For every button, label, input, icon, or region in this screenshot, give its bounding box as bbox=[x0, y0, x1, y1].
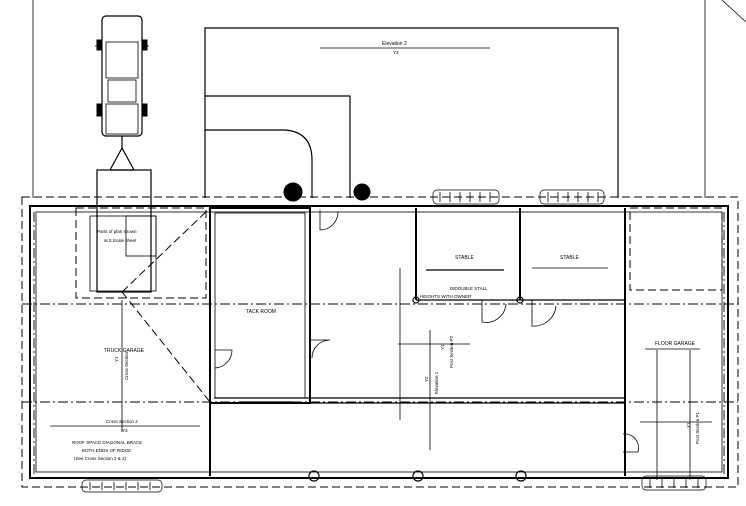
tree-icon bbox=[283, 182, 371, 202]
room-labels: Parts of plan shown at 5 Scale sheet TAC… bbox=[50, 229, 712, 480]
cross-section-1-sheet: Y1 bbox=[114, 356, 119, 362]
truck-icon bbox=[95, 15, 152, 293]
roof-note-1: ROOF SPACE DIAGONAL BRACE bbox=[72, 440, 142, 445]
diagonal-brace bbox=[121, 207, 211, 432]
shrub-icon bbox=[81, 189, 707, 493]
double-stall-label: DIDOUBLE STALL bbox=[450, 286, 488, 291]
post-section-2-label: Post Section P2 bbox=[449, 335, 454, 368]
elevation-1-sheet: Y2 bbox=[424, 376, 429, 382]
elevation-2-label: Elevation 2 bbox=[382, 41, 407, 47]
door-icon bbox=[214, 210, 639, 453]
post-icon bbox=[308, 296, 527, 482]
cross-section-2-label: Cross Section 2 bbox=[106, 419, 138, 424]
truck-garage-label: TRUCK GARAGE bbox=[104, 348, 145, 354]
stable-2-label: STABLE bbox=[560, 255, 579, 261]
floor-garage-label: FLOOR GARAGE bbox=[655, 341, 696, 347]
paved-area: Elevation 2 Y3 bbox=[204, 27, 619, 198]
parts-reference-label-2: at 5 Scale sheet bbox=[104, 238, 137, 243]
parts-reference-label: Parts of plan shown bbox=[97, 229, 137, 234]
double-stall-note: HEIGHTS WITH OWNER bbox=[420, 294, 472, 299]
post-section-1-label: Post Section P1 bbox=[695, 411, 700, 444]
post-section-1-sheet: Y1 bbox=[686, 422, 691, 428]
building-walls bbox=[29, 205, 729, 479]
cross-section-2-sheet: Y3 bbox=[122, 428, 128, 433]
roof-note-3: (See Cross Section 2 & 3) bbox=[74, 456, 127, 461]
post-section-2-sheet: Y1 bbox=[440, 344, 445, 350]
stable-1-label: STABLE bbox=[455, 255, 474, 261]
roof-note-2: BOTH ENDS OF RIDGE bbox=[82, 448, 131, 453]
roof-outline bbox=[21, 196, 739, 488]
cross-section-1-label: Cross Section bbox=[124, 351, 129, 380]
elevation-2-sheet: Y3 bbox=[393, 50, 399, 55]
elevation-1-label: Elevation 1 bbox=[434, 371, 439, 394]
tack-room-label: TACK ROOM bbox=[246, 309, 276, 315]
site-boundary bbox=[32, 0, 746, 198]
